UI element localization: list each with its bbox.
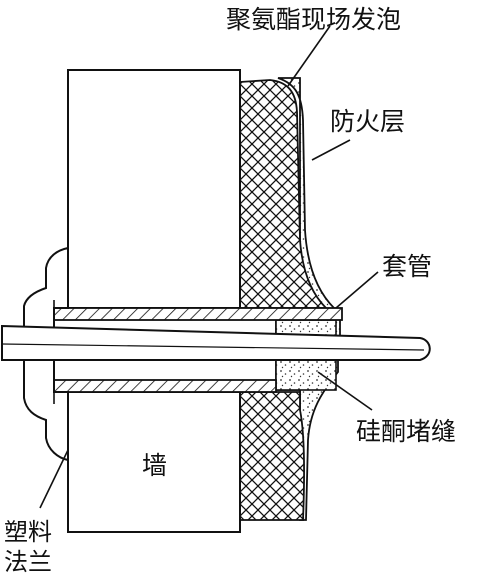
- pipe: [1, 324, 431, 361]
- label-foam: 聚氨酯现场发泡: [226, 5, 401, 34]
- label-wall: 墙: [142, 451, 167, 480]
- leader-sleeve: [335, 271, 379, 309]
- wall-upper: [67, 69, 241, 309]
- label-flange-line2: 法兰: [4, 548, 52, 576]
- polyurethane-foam-upper: [239, 79, 329, 309]
- label-silicone-seal: 硅酮堵缝: [356, 417, 456, 446]
- silicone-seal-lower: [275, 359, 337, 391]
- label-sleeve: 套管: [382, 252, 432, 281]
- leader-flange: [39, 449, 69, 509]
- label-flange-line1: 塑料: [4, 518, 52, 546]
- sleeve-upper: [53, 307, 343, 321]
- wall-lower: [67, 391, 241, 533]
- polyurethane-foam-lower: [239, 391, 305, 521]
- leader-silicone-seal: [317, 371, 373, 411]
- leader-foam: [287, 25, 331, 87]
- leader-fire-layer: [311, 139, 351, 161]
- sleeve-lower: [53, 379, 277, 393]
- label-fire-layer: 防火层: [330, 107, 405, 136]
- pipe-centerline: [1, 343, 425, 351]
